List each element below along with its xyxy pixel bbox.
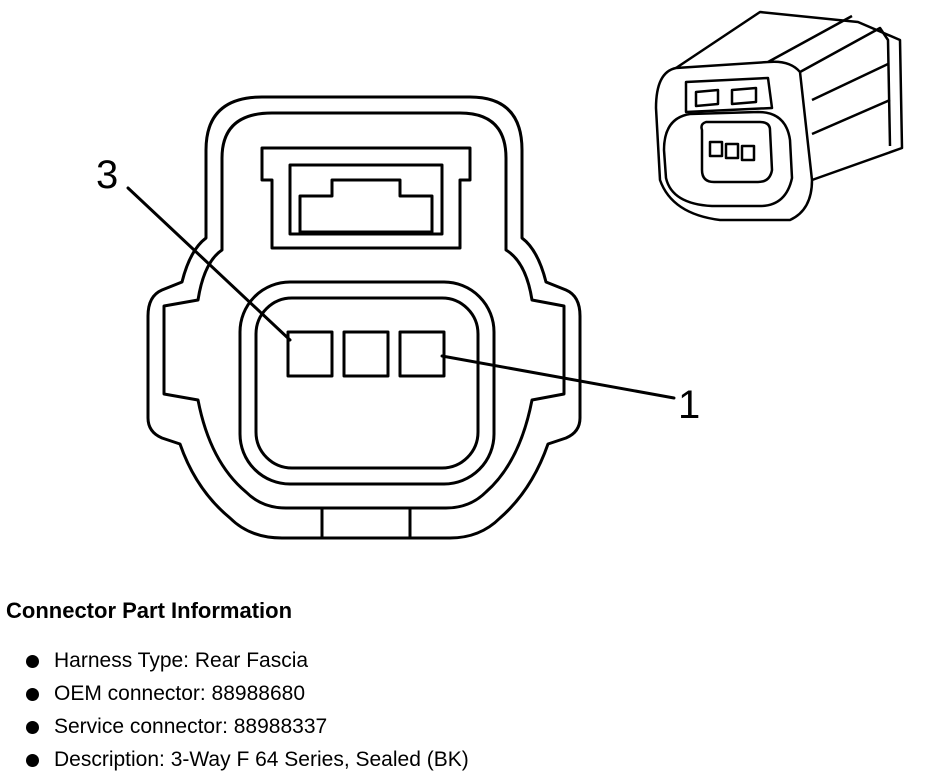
terminal-cavity-outer <box>238 280 496 486</box>
lock-tab <box>260 146 472 250</box>
harness-type-text: Harness Type: Rear Fascia <box>54 649 309 672</box>
list-item: Harness Type: Rear Fascia <box>6 644 906 677</box>
connector-inner-contour <box>162 111 566 510</box>
list-item: Service connector: 88988337 <box>6 710 906 743</box>
lock-tab-inner <box>288 163 444 236</box>
list-item: OEM connector: 88988680 <box>6 677 906 710</box>
bullet-icon <box>26 688 39 701</box>
pin-1-cavity <box>398 330 446 378</box>
bullet-icon <box>26 754 39 767</box>
terminal-cavity-inner <box>254 296 480 470</box>
bullet-icon <box>26 655 39 668</box>
connector-part-information: Connector Part Information Harness Type:… <box>6 596 906 776</box>
description-text: Description: 3-Way F 64 Series, Sealed (… <box>54 748 469 771</box>
bullet-icon <box>26 721 39 734</box>
pin-3-leader-line <box>126 186 292 342</box>
pin-3-cavity <box>286 330 334 378</box>
pin-1-label: 1 <box>678 383 700 427</box>
info-list: Harness Type: Rear Fascia OEM connector:… <box>6 644 906 776</box>
list-item: Description: 3-Way F 64 Series, Sealed (… <box>6 743 906 776</box>
pin-2-cavity <box>342 330 390 378</box>
bottom-key <box>320 506 412 540</box>
connector-diagram: 3 1 <box>96 10 904 540</box>
pin-3-label: 3 <box>96 153 118 197</box>
connector-isometric-view <box>654 10 904 222</box>
info-title: Connector Part Information <box>6 598 293 623</box>
pin-1-leader-line <box>440 354 676 400</box>
oem-connector-text: OEM connector: 88988680 <box>54 682 305 705</box>
connector-outer-shell <box>146 95 582 540</box>
service-connector-text: Service connector: 88988337 <box>54 715 328 738</box>
lock-tab-step <box>298 178 434 234</box>
